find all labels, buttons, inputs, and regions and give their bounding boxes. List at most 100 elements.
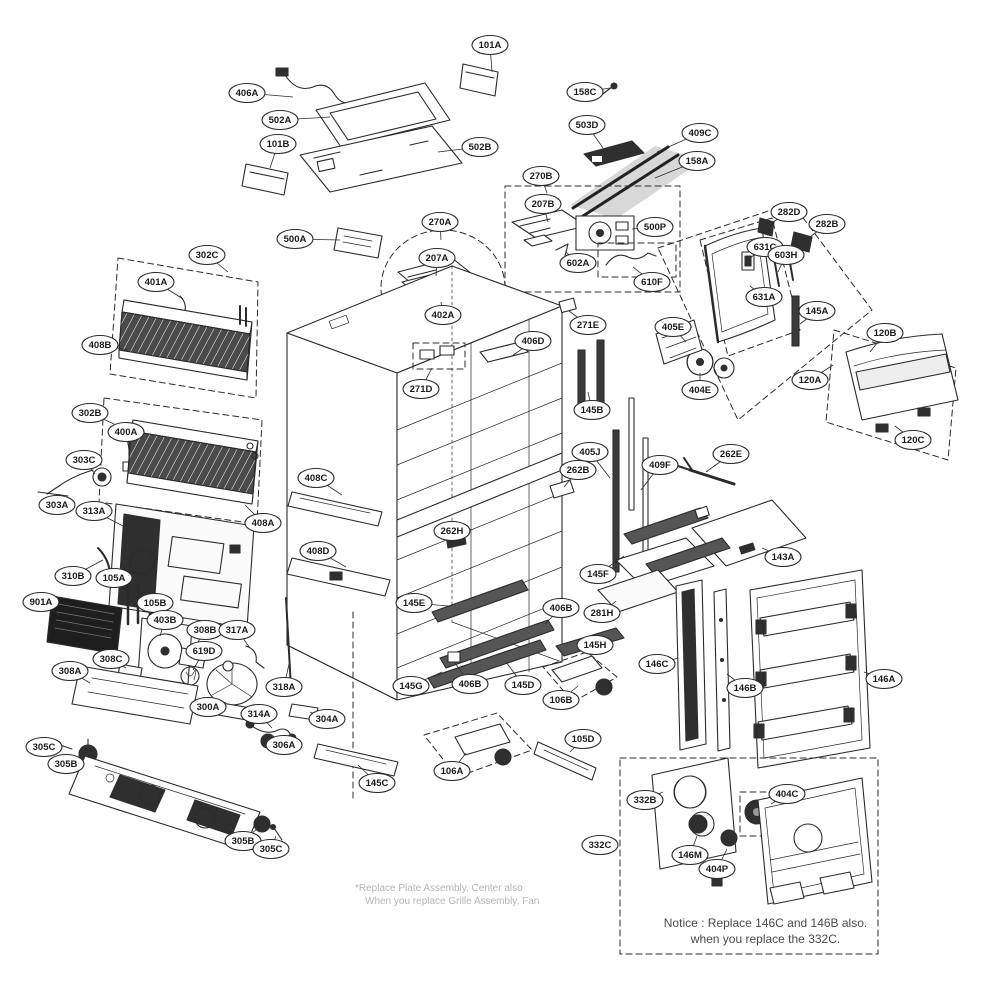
callout-146M: 146M [671,835,709,866]
part-label-bubble [71,402,109,424]
footnote-line-2: When you replace Grille Assembly, Fan [365,896,540,907]
part-label-bubble [524,193,562,215]
part-label-text: 207B [532,199,555,210]
part-label-text: 332C [589,840,612,851]
part-label-text: 145E [403,598,425,609]
back-panel-part [108,503,255,629]
cabinet-top-brackets [412,297,577,370]
callout-145C: 145C [357,764,396,794]
part-label-text: 603H [775,250,798,261]
callout-308A: 308A [51,660,91,684]
callout-314A: 314A [240,703,278,729]
part-label-bubble [218,619,256,641]
callout-282B: 282B [805,213,846,241]
part-label-text: 271E [577,320,599,331]
callout-603H: 603H [767,244,805,273]
callout-101A: 101A [471,34,509,73]
part-label-bubble [559,252,597,274]
part-label-bubble [189,696,227,718]
part-label-bubble [636,216,674,238]
callout-602A: 602A [559,251,597,274]
part-label-text: 502A [269,115,292,126]
part-label-text: 332B [634,795,657,806]
callout-145E: 145E [395,592,449,614]
part-label-bubble [681,379,719,401]
part-label-text: 305C [33,742,56,753]
callout-271D: 271D [402,367,440,400]
part-label-bubble [571,441,609,463]
callout-500A: 500A [276,228,341,250]
part-label-text: 106A [441,766,464,777]
part-label-bubble [576,634,614,656]
notice-line-2: when you replace the 332C. [690,932,841,946]
part-label-bubble [402,378,440,400]
callout-400A: 400A [107,421,145,451]
part-label-bubble [299,540,337,562]
callout-406B: 406B [451,662,489,695]
part-label-bubble [395,592,433,614]
evap-cover-group [655,202,873,421]
part-label-text: 404E [689,385,711,396]
part-label-bubble [504,674,542,696]
callout-305C: 305C [252,835,290,860]
callout-120A: 120A [791,364,834,391]
callout-305C: 305C [25,736,63,758]
callout-901A: 901A [22,591,61,617]
part-label-text: 101B [267,139,290,150]
diagram-line-art [37,63,959,955]
part-label-text: 304A [316,714,339,725]
callout-306A: 306A [265,734,303,756]
part-label-bubble [767,244,805,266]
part-label-bubble [698,858,736,880]
part-label-bubble [542,597,580,619]
part-label-text: 262B [567,465,590,476]
part-label-bubble [137,271,175,293]
part-label-text: 145A [806,306,829,317]
part-label-bubble [265,734,303,756]
part-label-bubble [768,783,806,805]
part-label-text: 262E [720,449,742,460]
callout-500P: 500P [631,216,674,238]
callout-145G: 145G [392,671,443,697]
callout-303C: 303C [65,449,103,475]
part-label-bubble [188,244,226,266]
callout-143A: 143A [761,546,802,568]
part-label-text: 317A [226,625,249,636]
callout-406A: 406A [228,82,294,104]
callout-300A: 300A [189,696,227,718]
callout-502A: 502A [261,109,331,131]
part-label-text: 502B [469,142,492,153]
base-plate-group [54,738,283,851]
part-label-bubble [522,165,560,187]
part-label-bubble [866,322,904,344]
callout-262H: 262H [433,520,471,542]
part-label-bubble [54,565,92,587]
part-label-bubble [514,330,552,352]
part-label-text: 306A [273,740,296,751]
part-label-bubble [51,660,89,682]
part-label-text: 619D [193,646,216,657]
callout-405E: 405E [654,316,692,343]
part-label-bubble [573,399,611,421]
part-label-bubble [726,677,764,699]
grille-fan-group [619,757,879,955]
part-label-bubble [654,316,692,338]
callout-145H: 145H [576,634,614,656]
callout-503D: 503D [568,114,606,149]
callout-302B: 302B [71,402,115,425]
upper-evaporator-group [109,257,259,399]
part-label-bubble [185,640,223,662]
part-label-bubble [626,789,664,811]
part-label-text: 500P [644,222,667,233]
part-label-bubble [421,211,459,233]
callout-332B: 332B [626,789,664,811]
part-label-bubble [47,753,85,775]
part-label-text: 408C [305,473,328,484]
part-label-bubble [228,82,266,104]
callout-317A: 317A [218,619,256,649]
callout-502B: 502B [437,136,499,158]
part-label-text: 302B [79,408,102,419]
part-label-text: 314A [248,709,271,720]
part-label-bubble [95,567,133,589]
